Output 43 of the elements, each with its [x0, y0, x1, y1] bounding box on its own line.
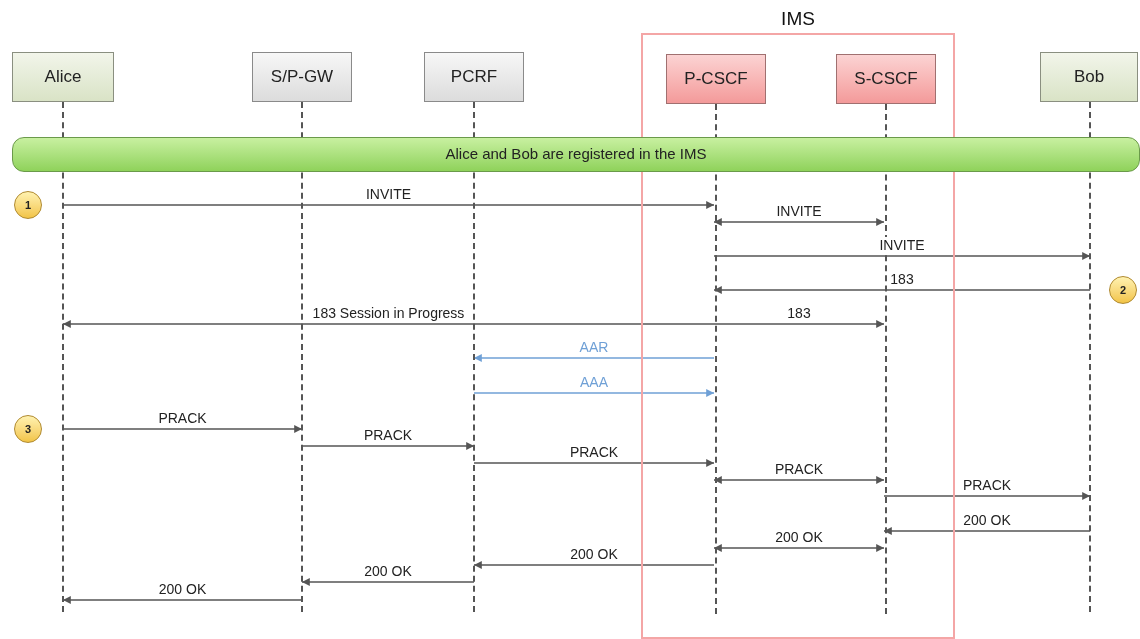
message-arrow — [473, 389, 715, 397]
participant-box: S/P-GW — [252, 52, 352, 102]
lifeline — [62, 102, 64, 612]
message-arrow — [473, 459, 715, 467]
message-arrow — [713, 320, 885, 328]
message-arrow — [713, 252, 1091, 260]
edge-label: 183 — [888, 271, 916, 287]
participant-box: P-CSCF — [666, 54, 766, 104]
message-arrow — [713, 218, 885, 226]
message-arrow — [473, 354, 715, 362]
lifeline — [473, 102, 475, 612]
status-banner: Alice and Bob are registered in the IMS — [12, 137, 1140, 172]
message-arrow — [883, 492, 1091, 500]
edge-label: 200 OK — [156, 581, 209, 597]
message-arrow — [883, 527, 1091, 535]
message-arrow — [713, 476, 885, 484]
message-arrow — [301, 578, 475, 586]
edge-label: INVITE — [877, 237, 927, 253]
message-arrow — [713, 286, 1091, 294]
message-arrow — [62, 596, 303, 604]
edge-label: 200 OK — [568, 546, 620, 562]
participant-box: Bob — [1040, 52, 1138, 102]
edge-label: 183 Session in Progress — [310, 305, 467, 321]
edge-label: 183 — [785, 305, 813, 321]
message-arrow — [62, 320, 715, 328]
message-arrow — [62, 201, 715, 209]
lifeline — [301, 102, 303, 612]
message-arrow — [301, 442, 475, 450]
message-arrow — [713, 544, 885, 552]
edge-label: AAR — [577, 339, 611, 355]
edge-label: PRACK — [156, 410, 209, 426]
edge-label: 200 OK — [362, 563, 414, 579]
participant-box: PCRF — [424, 52, 524, 102]
group-title: IMS — [780, 7, 816, 31]
edge-label: 200 OK — [961, 512, 1013, 528]
lifeline — [1089, 102, 1091, 612]
edge-label: AAA — [578, 374, 610, 390]
edge-label: INVITE — [774, 203, 824, 219]
message-arrow — [473, 561, 715, 569]
message-arrow — [62, 425, 303, 433]
participant-box: S-CSCF — [836, 54, 936, 104]
edge-label: 200 OK — [773, 529, 825, 545]
participant-box: Alice — [12, 52, 114, 102]
